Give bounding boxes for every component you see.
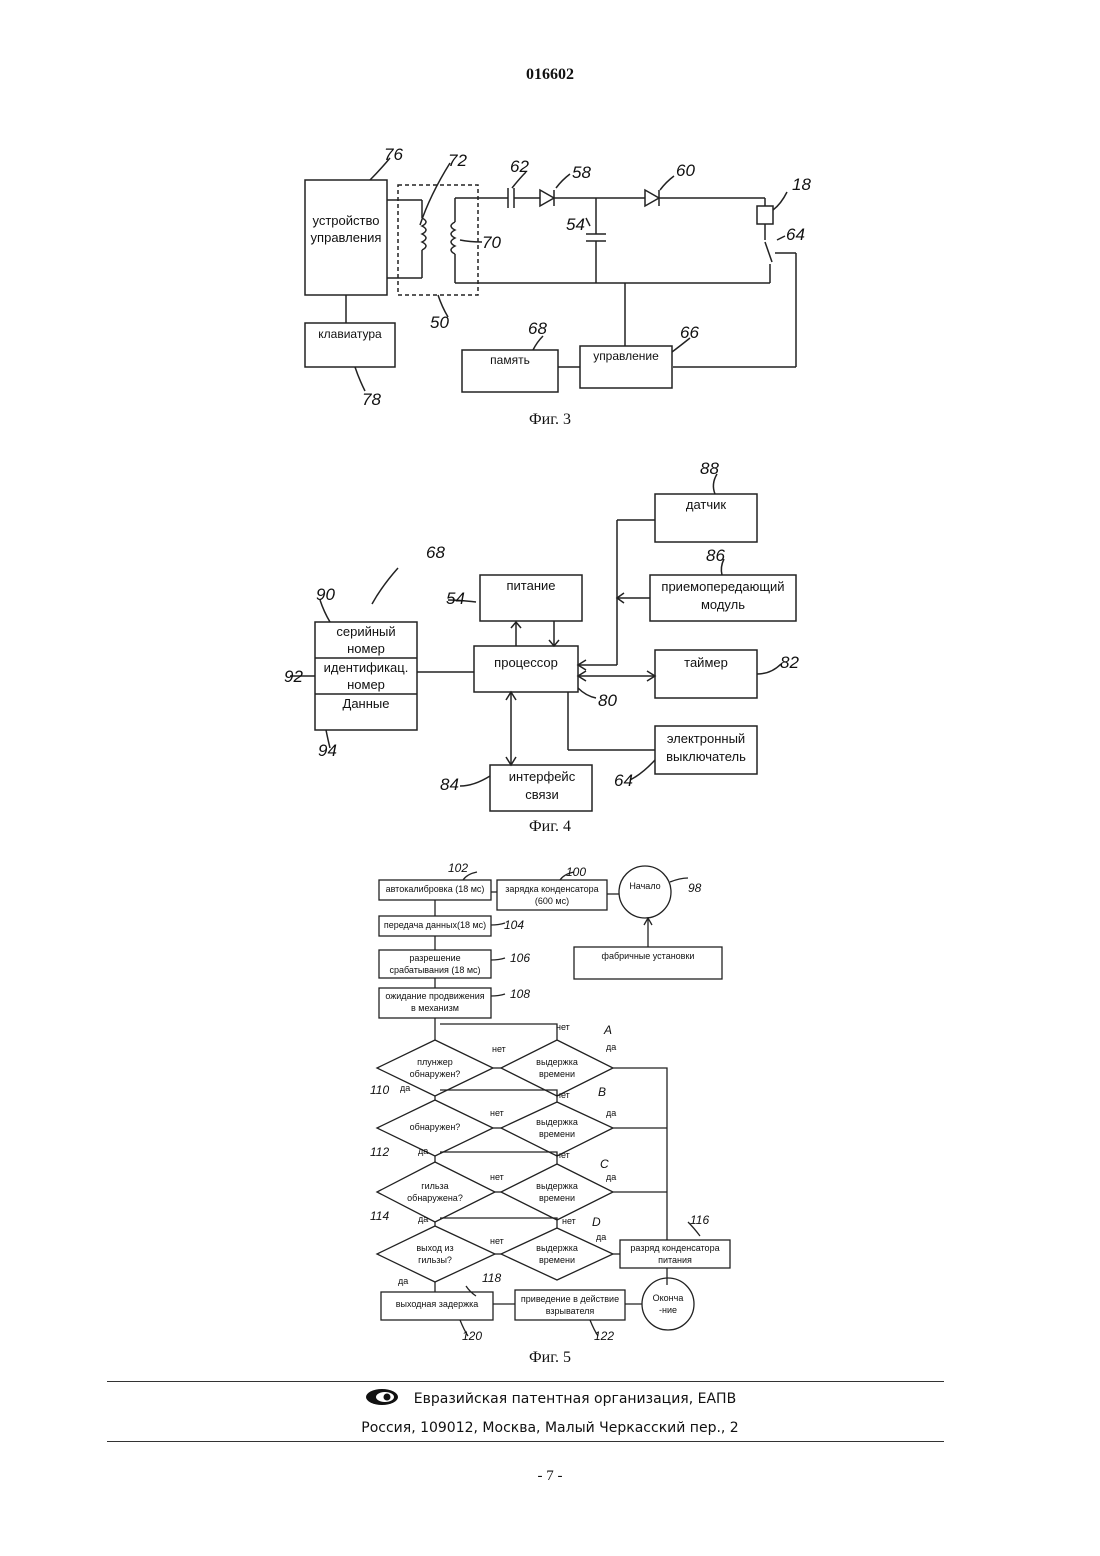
footer-address: Россия, 109012, Москва, Малый Черкасский…: [0, 1420, 1100, 1436]
ref-110: 110: [370, 1083, 389, 1097]
fig5-start: Начало: [619, 881, 671, 891]
ref-116: 116: [690, 1213, 709, 1227]
footer-rule-bottom: [107, 1441, 944, 1442]
ref-114: 114: [370, 1209, 389, 1223]
fig5-permit: разрешение срабатывания (18 мс): [385, 952, 485, 976]
fig5-timeout-2: выдержка времени: [532, 1116, 582, 1140]
eapo-logo-icon: [364, 1387, 400, 1411]
branch-a: A: [603, 1023, 612, 1037]
fig5-timeout-3: выдержка времени: [532, 1180, 582, 1204]
fig5-transfer: передача данных(18 мс): [379, 920, 491, 930]
ref-122: 122: [594, 1329, 614, 1343]
ref-108: 108: [510, 987, 530, 1001]
organization-name: Евразийская патентная организация, ЕАПВ: [414, 1391, 736, 1407]
fig5-timeout-1: выдержка времени: [532, 1056, 582, 1080]
label-yes-2: да: [606, 1108, 616, 1118]
label-no-4b: нет: [562, 1216, 576, 1226]
label-yes-1b: да: [400, 1083, 410, 1093]
label-yes-3: да: [606, 1172, 616, 1182]
label-yes-4: да: [596, 1232, 606, 1242]
fig5-end: Оконча -ние: [652, 1292, 684, 1316]
fig5-discharge: разряд конденсатора питания: [622, 1242, 728, 1266]
branch-d: D: [592, 1215, 601, 1229]
branch-c: C: [600, 1157, 609, 1171]
label-no-4: нет: [490, 1236, 504, 1246]
ref-112: 112: [370, 1145, 389, 1159]
ref-104: 104: [504, 918, 524, 932]
label-yes-3b: да: [418, 1214, 428, 1224]
label-no-3: нет: [490, 1172, 504, 1182]
ref-118: 118: [482, 1271, 501, 1285]
fig5-actuate: приведение в действие взрывателя: [518, 1293, 622, 1317]
branch-b: B: [598, 1085, 606, 1099]
fig5-charge: зарядка конденсатора (600 мс): [500, 883, 604, 907]
footer-rule-top: [107, 1381, 944, 1382]
fig5-exit: выход из гильзы?: [407, 1242, 463, 1266]
label-yes-1: да: [606, 1042, 616, 1052]
fig5-wait: ожидание продвижения в механизм: [382, 990, 488, 1014]
fig5-timeout-4: выдержка времени: [532, 1242, 582, 1266]
label-no-1b: нет: [556, 1022, 570, 1032]
label-no-2: нет: [490, 1108, 504, 1118]
fig5-autocal: автокалибровка (18 мс): [379, 884, 491, 894]
label-yes-4b: да: [398, 1276, 408, 1286]
label-no-3b: нет: [556, 1150, 570, 1160]
fig5-out-delay: выходная задержка: [381, 1299, 493, 1309]
fig5-factory: фабричные установки: [574, 951, 722, 961]
fig5-detected: обнаружен?: [400, 1122, 470, 1132]
ref-102: 102: [448, 861, 468, 875]
label-yes-2b: да: [418, 1146, 428, 1156]
ref-98: 98: [688, 881, 702, 895]
fig5-plunger: плунжер обнаружен?: [405, 1056, 465, 1080]
fig5-caption: Фиг. 5: [0, 1349, 1100, 1367]
ref-106: 106: [510, 951, 530, 965]
page-number: - 7 -: [0, 1468, 1100, 1485]
label-no-1: нет: [492, 1044, 506, 1054]
fig5-sleeve: гильза обнаружена?: [405, 1180, 465, 1204]
ref-100: 100: [566, 865, 586, 879]
footer-organization: Евразийская патентная организация, ЕАПВ: [0, 1387, 1100, 1411]
ref-120: 120: [462, 1329, 482, 1343]
label-no-2b: нет: [556, 1090, 570, 1100]
